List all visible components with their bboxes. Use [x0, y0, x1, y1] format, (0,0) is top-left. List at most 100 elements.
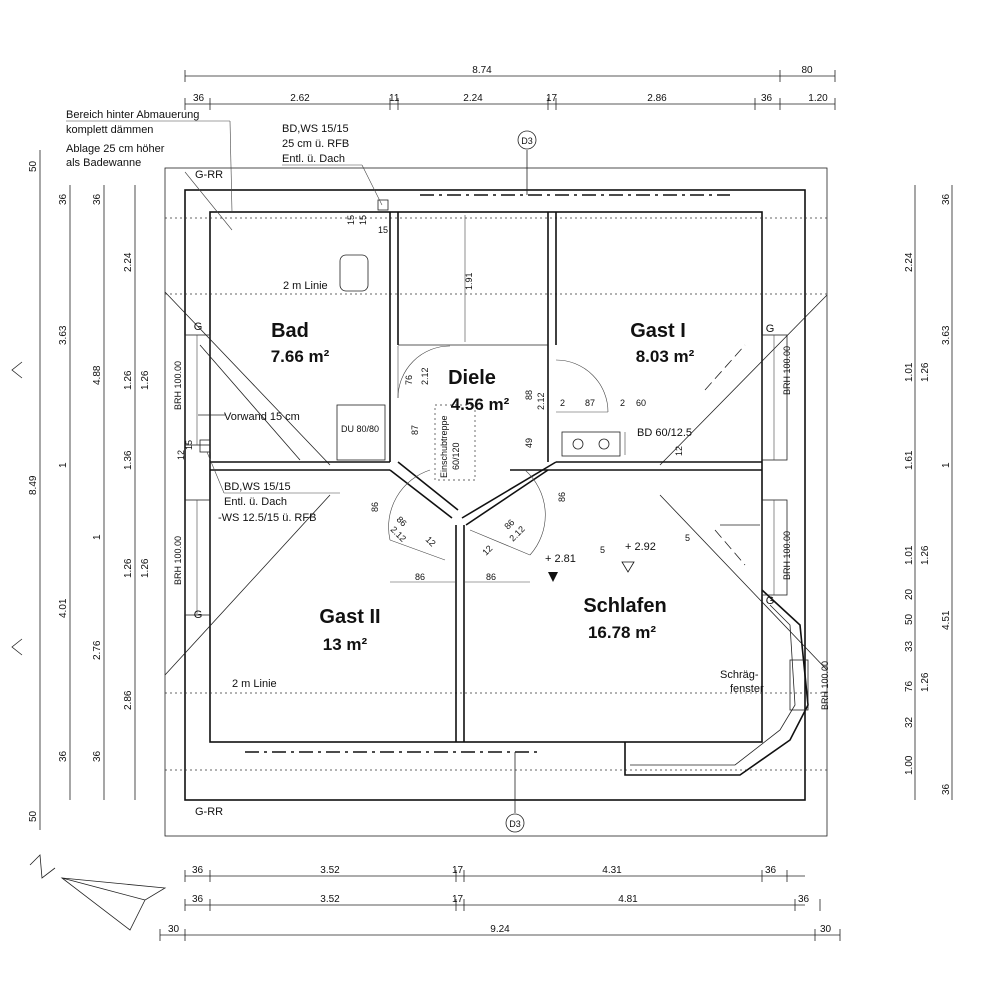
svg-text:4.01: 4.01 — [58, 598, 69, 618]
section-marker-bottom-icon — [505, 813, 525, 833]
svg-text:86: 86 — [557, 492, 567, 502]
svg-text:3.63: 3.63 — [58, 325, 69, 345]
svg-text:1: 1 — [58, 462, 69, 468]
svg-text:Ablage 25 cm höher: Ablage 25 cm höher — [66, 143, 165, 155]
svg-text:30: 30 — [820, 924, 832, 935]
svg-text:88: 88 — [524, 390, 534, 400]
svg-text:1.01: 1.01 — [904, 545, 915, 565]
left-dimension-chains: 50 8.49 50 36 3.63 1 4.01 36 36 4.88 1 2… — [28, 150, 151, 830]
svg-text:5: 5 — [600, 545, 605, 555]
svg-text:36: 36 — [92, 750, 103, 762]
svg-text:36: 36 — [58, 750, 69, 762]
svg-text:5: 5 — [685, 533, 690, 543]
brh-3: BRH 100.00 — [782, 346, 792, 395]
section-label-bottom: D3 — [509, 819, 521, 829]
svg-text:86: 86 — [486, 572, 496, 582]
room-name-diele: Diele — [448, 367, 496, 389]
svg-text:17: 17 — [452, 865, 464, 876]
svg-text:4.51: 4.51 — [941, 610, 952, 630]
svg-text:80: 80 — [801, 65, 813, 76]
svg-text:1.26: 1.26 — [123, 558, 134, 578]
svg-text:2.62: 2.62 — [290, 93, 310, 104]
room-area-diele: 4.56 m² — [451, 395, 510, 414]
svg-text:2.86: 2.86 — [647, 93, 667, 104]
svg-text:86: 86 — [415, 572, 425, 582]
svg-text:3.63: 3.63 — [941, 325, 952, 345]
svg-text:3.52: 3.52 — [320, 865, 340, 876]
svg-text:2.86: 2.86 — [123, 690, 134, 710]
note-bdws-top: BD,WS 15/15 25 cm ü. RFB Entl. ü. Dach — [282, 123, 383, 206]
svg-text:BD,WS 15/15: BD,WS 15/15 — [282, 123, 349, 135]
skylight-note-2: fenster — [730, 683, 764, 695]
shower-tray-icon — [336, 404, 386, 461]
svg-text:1.26: 1.26 — [140, 558, 151, 578]
svg-text:-WS 12.5/15 ü. RFB: -WS 12.5/15 ü. RFB — [218, 512, 316, 524]
two-m-line-gast2: 2 m Linie — [232, 678, 277, 690]
room-area-gast-2: 13 m² — [323, 635, 368, 654]
svg-text:12: 12 — [674, 446, 684, 456]
windows — [184, 334, 809, 711]
bd-note-gast: BD 60/12.5 — [637, 427, 692, 439]
svg-text:2: 2 — [560, 398, 565, 408]
svg-text:2.12: 2.12 — [420, 367, 430, 385]
svg-text:49: 49 — [524, 438, 534, 448]
door-swings — [388, 345, 609, 561]
svg-text:2.12: 2.12 — [536, 392, 546, 410]
svg-text:Entl. ü. Dach: Entl. ü. Dach — [224, 496, 287, 508]
svg-text:50: 50 — [28, 810, 39, 822]
svg-text:11: 11 — [389, 93, 400, 104]
svg-text:12: 12 — [480, 543, 494, 557]
sink-icon — [561, 431, 621, 457]
svg-text:1.61: 1.61 — [904, 450, 915, 470]
svg-text:36: 36 — [765, 865, 777, 876]
section-label-top: D3 — [521, 136, 533, 146]
level-marker-open-icon — [621, 561, 635, 573]
level-2: + 2.92 — [625, 541, 656, 553]
level-marker-filled-icon — [548, 572, 558, 582]
svg-text:25 cm ü. RFB: 25 cm ü. RFB — [282, 138, 349, 150]
svg-text:Entl. ü. Dach: Entl. ü. Dach — [282, 153, 345, 165]
svg-text:1.20: 1.20 — [808, 93, 828, 104]
svg-text:87: 87 — [410, 425, 420, 435]
svg-text:2.12: 2.12 — [389, 524, 408, 543]
svg-text:1.91: 1.91 — [464, 272, 474, 290]
window-g-1: G — [194, 321, 203, 333]
shower-label: DU 80/80 — [341, 424, 379, 434]
skylight-marks — [704, 344, 760, 566]
room-name-schlafen: Schlafen — [583, 595, 666, 617]
svg-text:36: 36 — [941, 193, 952, 205]
svg-text:17: 17 — [546, 93, 558, 104]
svg-text:36: 36 — [798, 894, 810, 905]
svg-text:36: 36 — [192, 865, 204, 876]
room-area-bad: 7.66 m² — [271, 347, 330, 366]
room-area-schlafen: 16.78 m² — [588, 623, 656, 642]
svg-text:15: 15 — [184, 440, 194, 450]
svg-text:1: 1 — [941, 462, 952, 468]
ladder-label-2: 60/120 — [451, 442, 461, 470]
svg-text:1.26: 1.26 — [123, 370, 134, 390]
svg-text:60: 60 — [636, 398, 646, 408]
svg-text:BD,WS 15/15: BD,WS 15/15 — [224, 481, 291, 493]
svg-text:8.74: 8.74 — [472, 65, 492, 76]
section-marker-top-icon — [517, 130, 537, 150]
svg-text:2.76: 2.76 — [92, 640, 103, 660]
svg-text:3.52: 3.52 — [320, 894, 340, 905]
shaft-left-icon — [199, 439, 211, 453]
note-bdws-left: BD,WS 15/15 Entl. ü. Dach -WS 12.5/15 ü.… — [206, 451, 340, 524]
svg-text:4.81: 4.81 — [618, 894, 638, 905]
svg-text:8.49: 8.49 — [28, 475, 39, 495]
svg-text:30: 30 — [168, 924, 180, 935]
window-g-3: G — [766, 323, 775, 335]
svg-text:1.26: 1.26 — [920, 362, 931, 382]
svg-text:2: 2 — [620, 398, 625, 408]
svg-text:87: 87 — [585, 398, 595, 408]
interior-dimensions: 15 15 15 1.91 76 2.12 87 88 2.12 49 2 87… — [176, 215, 684, 583]
room-name-bad: Bad — [271, 320, 309, 342]
shaft-top-icon — [377, 199, 389, 211]
svg-text:1.01: 1.01 — [904, 362, 915, 382]
svg-text:36: 36 — [58, 193, 69, 205]
svg-text:36: 36 — [941, 783, 952, 795]
room-area-gast-1: 8.03 m² — [636, 347, 695, 366]
svg-text:12: 12 — [424, 534, 438, 548]
roof-slope-lines — [164, 291, 828, 676]
